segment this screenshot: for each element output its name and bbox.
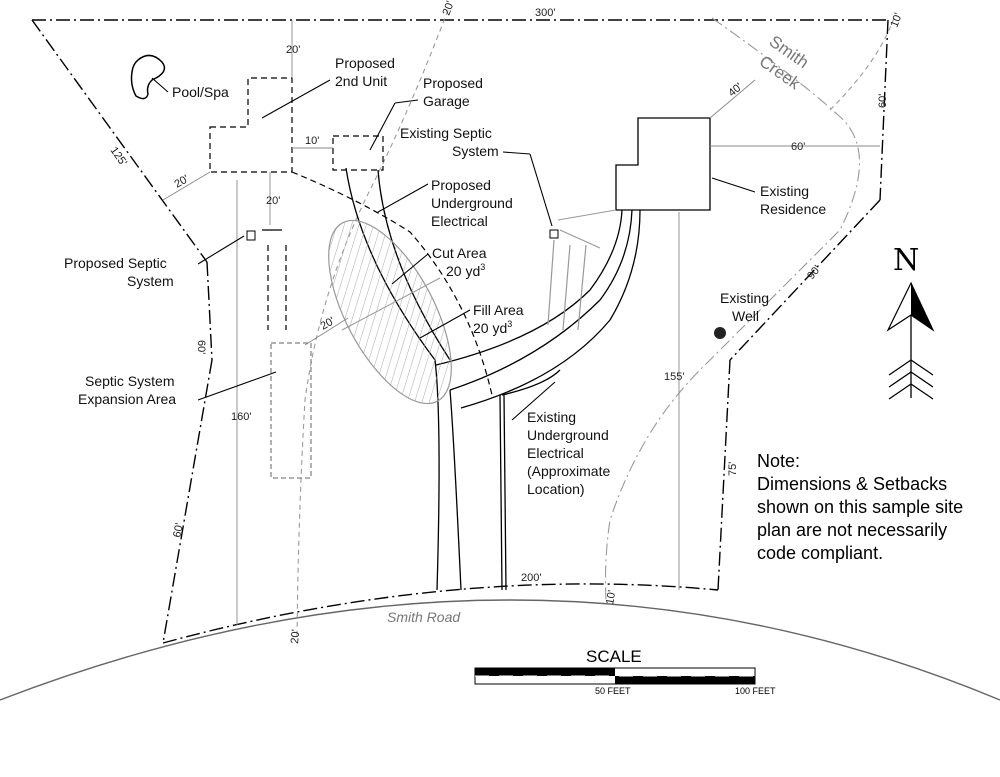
second-unit-label-line1: Proposed <box>335 55 395 71</box>
note-block: Note: Dimensions & Setbacks shown on thi… <box>757 451 963 563</box>
existing-well-label-line2: Well <box>732 308 759 324</box>
dim-septic-20: 20' <box>266 195 280 207</box>
note-line-3: plan are not necessarily <box>757 520 947 540</box>
existing-septic-label-line2: System <box>452 143 499 159</box>
note-heading: Note: <box>757 451 800 471</box>
cut-area-label-line1: Cut Area <box>432 245 487 261</box>
dim-setback-20-top: 20' <box>286 44 300 56</box>
dimension-lines <box>162 20 880 625</box>
existing-well <box>714 327 726 339</box>
second-unit-label-line2: 2nd Unit <box>335 73 387 89</box>
dim-residence-60: 60' <box>791 141 805 153</box>
dim-setback-20-left: 20' <box>173 173 191 191</box>
dim-right-90: 90' <box>805 263 823 282</box>
existing-well-label-line1: Existing <box>720 290 769 306</box>
existing-residence-label-line1: Existing <box>760 183 809 199</box>
proposed-electrical-label-line3: Electrical <box>431 213 488 229</box>
scale-mid-label: 50 FEET <box>595 686 631 696</box>
proposed-underground-electrical-line <box>291 171 493 396</box>
septic-expansion-label-line1: Septic System <box>85 373 174 389</box>
existing-electrical-label-line5: Location) <box>527 481 585 497</box>
proposed-septic-label-line1: Proposed Septic <box>64 255 167 271</box>
note-line-2: shown on this sample site <box>757 497 963 517</box>
pool-spa-label: Pool/Spa <box>172 84 229 100</box>
creek-setback-line <box>829 14 896 111</box>
north-letter: N <box>893 243 919 278</box>
leader-lines <box>151 77 756 421</box>
dim-setback-20-bottom: 20' <box>289 629 302 644</box>
garage-label-line1: Proposed <box>423 75 483 91</box>
note-line-1: Dimensions & Setbacks <box>757 474 947 494</box>
dim-top-20: 20' <box>441 0 457 17</box>
note-line-4: code compliant. <box>757 543 883 563</box>
scale-title: SCALE <box>586 647 642 666</box>
existing-electrical-label-line4: (Approximate <box>527 463 610 479</box>
proposed-septic-system <box>246 229 287 330</box>
dim-left-60-lower: 60' <box>171 522 186 539</box>
property-boundary <box>31 19 889 644</box>
proposed-electrical-label-line1: Proposed <box>431 177 491 193</box>
dim-depth-160: 160' <box>231 411 251 423</box>
dim-depth-155: 155' <box>664 371 684 383</box>
dim-top-300: 300' <box>535 7 555 19</box>
existing-septic-label-line1: Existing Septic <box>400 125 492 141</box>
proposed-septic-label-line2: System <box>127 273 174 289</box>
smith-creek-centerline <box>604 17 861 601</box>
cut-area-exponent: 3 <box>480 262 485 272</box>
septic-expansion-label-line2: Expansion Area <box>78 391 176 407</box>
smith-road-edge <box>0 599 1000 701</box>
scale-end-label: 100 FEET <box>735 686 776 696</box>
existing-residence-label-line2: Residence <box>760 201 826 217</box>
cut-fill-area <box>328 219 452 405</box>
dim-creek-40: 40' <box>726 81 745 99</box>
garage-label-line2: Garage <box>423 93 470 109</box>
proposed-electrical-label-line2: Underground <box>431 195 513 211</box>
cut-area-volume: 20 yd <box>446 263 480 279</box>
existing-residence <box>615 117 711 211</box>
smith-road-label: Smith Road <box>387 609 461 625</box>
dim-right-75: 75' <box>727 462 739 476</box>
proposed-garage <box>332 135 384 171</box>
septic-expansion-area <box>270 342 312 479</box>
north-arrow: N <box>886 243 935 400</box>
dim-left-60-upper: 60' <box>195 340 207 354</box>
cut-area-label-line2: 20 yd3 <box>446 262 485 279</box>
scale-bar: SCALE 50 FEET 100 FEET <box>474 647 776 696</box>
dim-garage-10: 10' <box>305 135 319 147</box>
dim-creek-10-top: 10' <box>889 11 905 29</box>
dim-creek-60: 60' <box>877 94 889 108</box>
existing-underground-electrical-line <box>499 369 561 591</box>
existing-septic-system <box>547 209 617 331</box>
existing-electrical-label-line3: Electrical <box>527 445 584 461</box>
existing-electrical-label-line1: Existing <box>527 409 576 425</box>
fill-area-volume: 20 yd <box>473 320 507 336</box>
dim-left-125: 125' <box>108 145 130 169</box>
fill-area-exponent: 3 <box>507 319 512 329</box>
dim-front-200: 200' <box>521 572 541 584</box>
fill-area-label-line2: 20 yd3 <box>473 319 512 336</box>
pool-spa-shape <box>130 54 166 100</box>
setback-line-left <box>296 9 449 641</box>
fill-area-label-line1: Fill Area <box>473 302 524 318</box>
existing-electrical-label-line2: Underground <box>527 427 609 443</box>
dim-creek-10-bottom: 10' <box>604 589 618 605</box>
